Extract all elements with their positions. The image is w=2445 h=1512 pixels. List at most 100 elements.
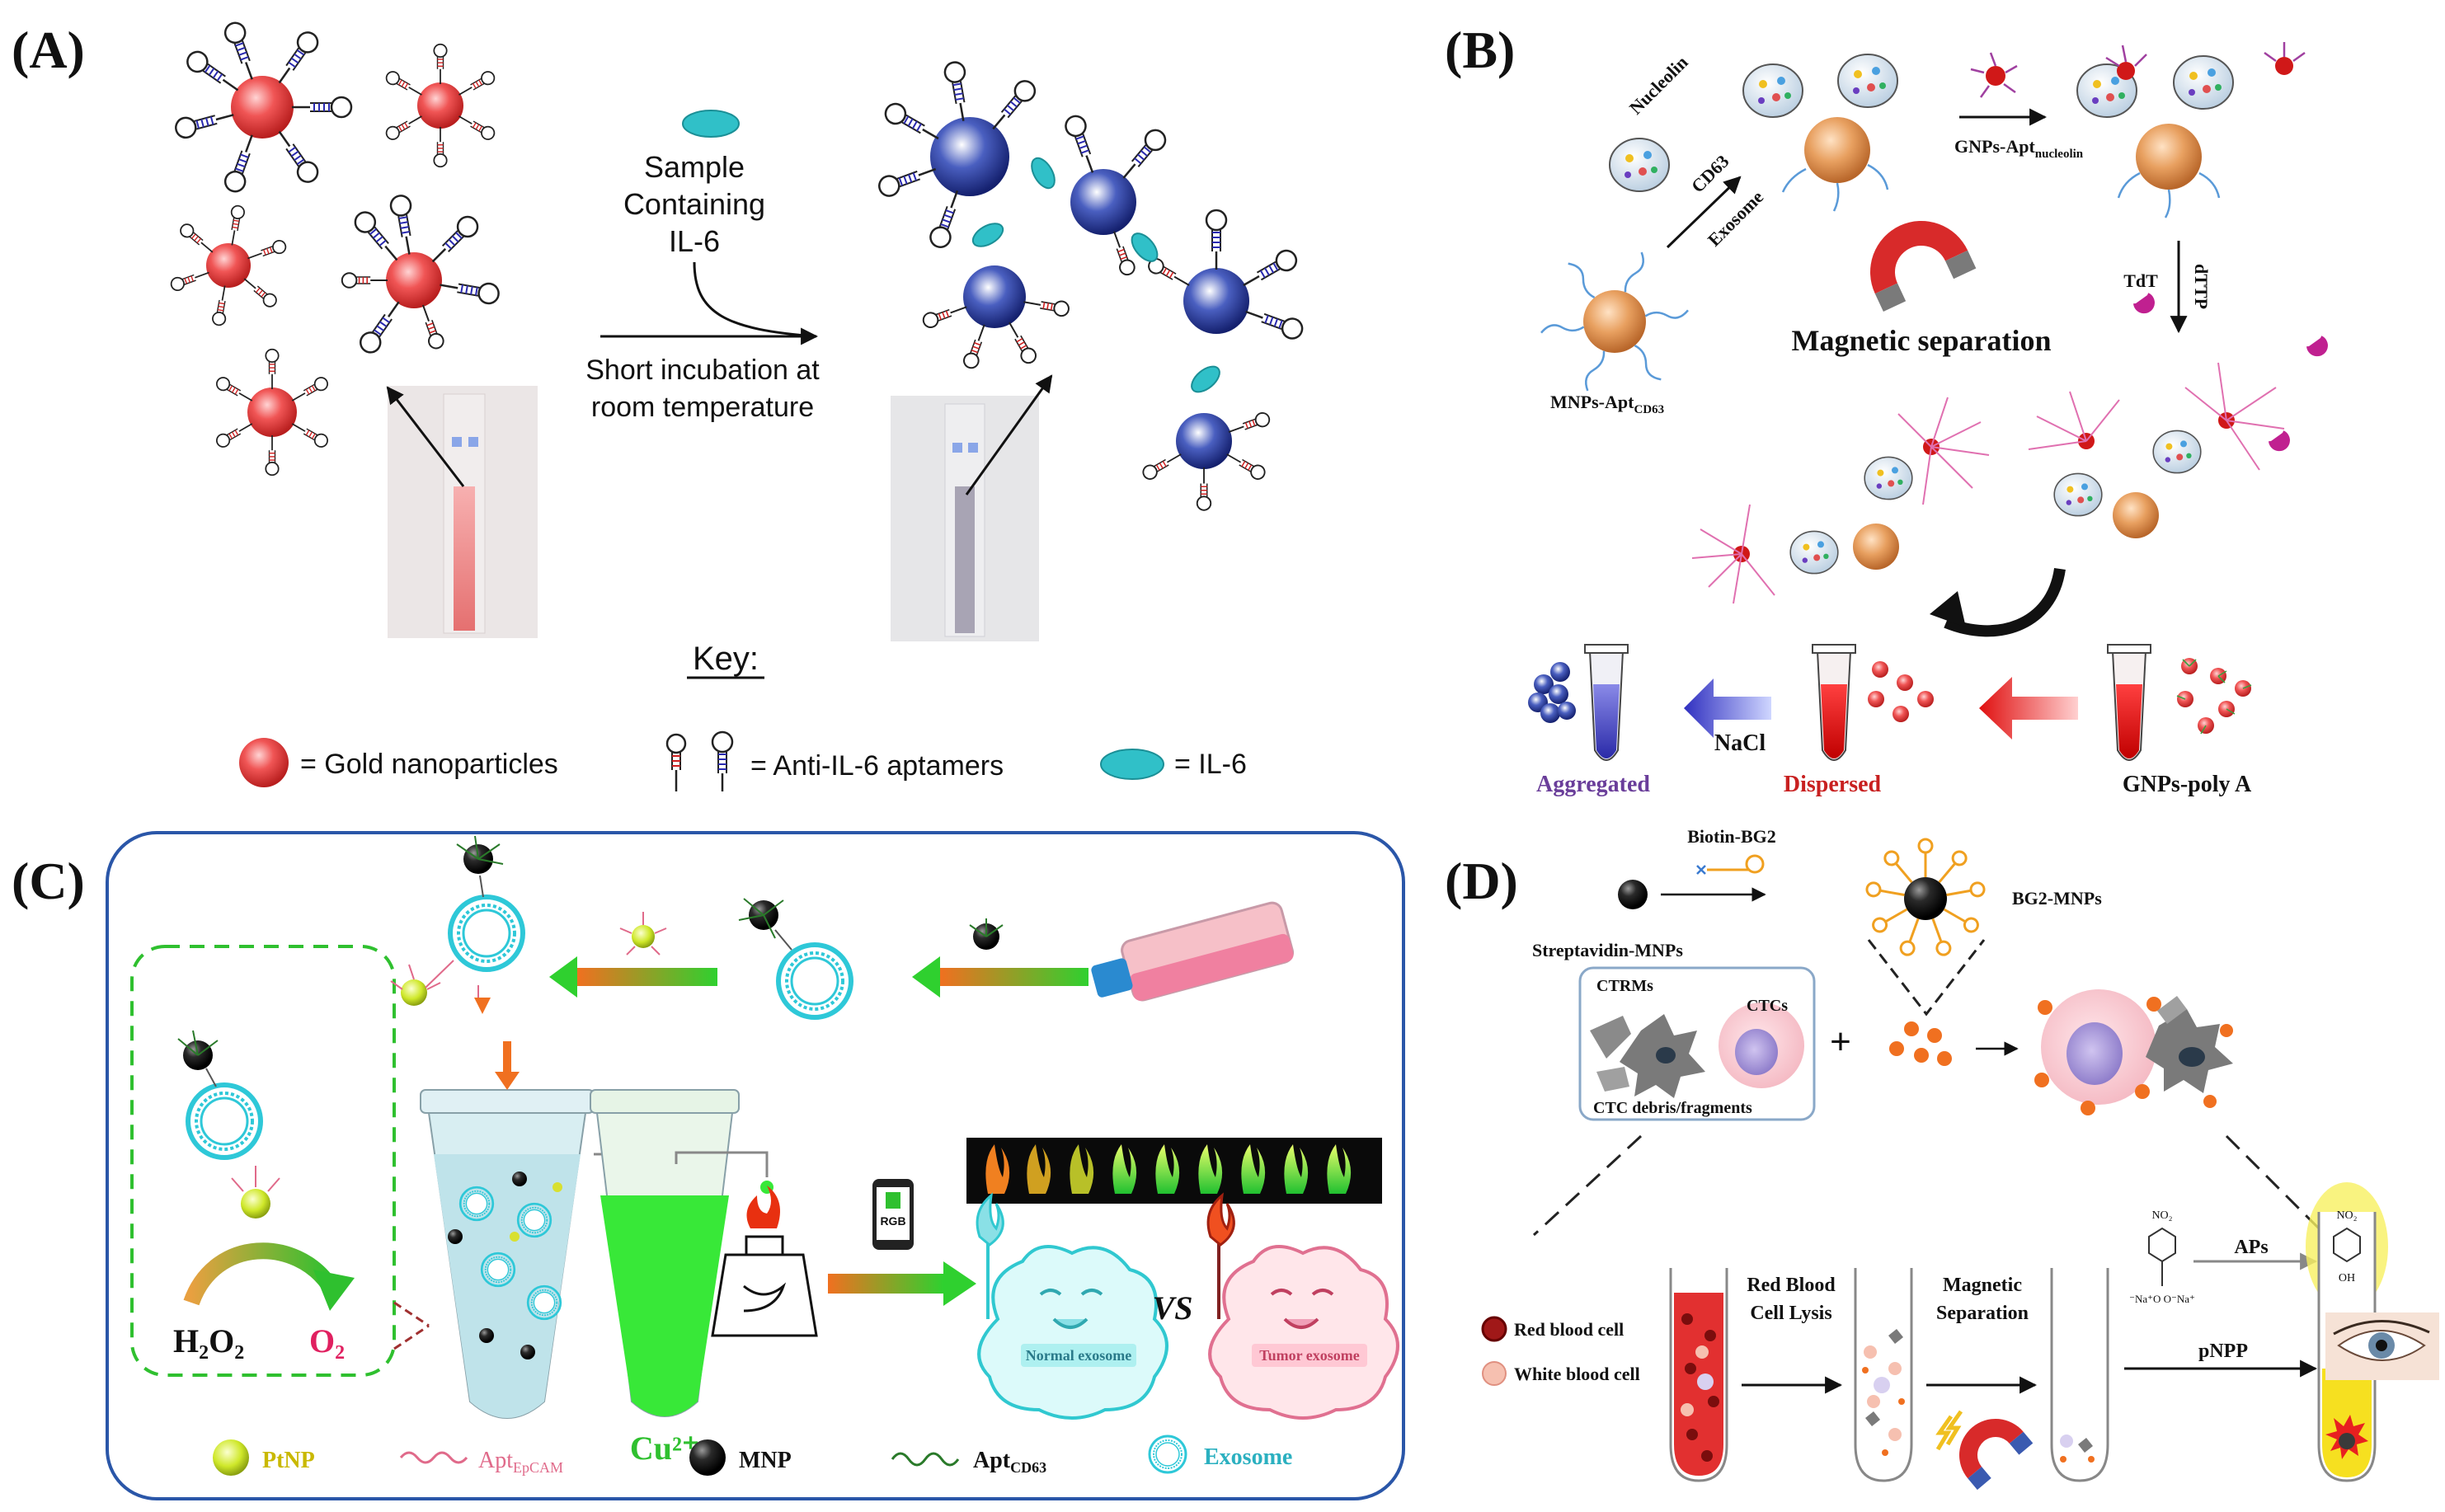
- key-aptamers-label: = Anti-IL-6 aptamers: [750, 750, 1004, 782]
- wbc-legend-icon: [1482, 1361, 1507, 1386]
- gold-nanoparticle-icon: [239, 738, 289, 787]
- mnp-apt-particle: [1540, 251, 1689, 392]
- ctrms-label: CTRMs: [1596, 977, 1653, 995]
- key-gold-label: = Gold nanoparticles: [300, 749, 558, 780]
- gnps-apt-nucleolin-label: GNPs-Aptnucleolin: [1954, 136, 2084, 161]
- nucleolin-label: Nucleolin: [1625, 52, 1692, 119]
- magnet-icon-d: [1959, 1419, 2034, 1491]
- no2-label-1: NO₂: [2151, 1209, 2172, 1222]
- polyt-complex-left: [1691, 397, 1990, 604]
- cuvette-red: [386, 386, 538, 638]
- tube-dispersed: [1812, 644, 1856, 761]
- o2-label: O₂: [309, 1322, 345, 1359]
- il6-key-icon: [1100, 749, 1164, 780]
- panel-a: (A): [12, 19, 1306, 793]
- blood-tube: [1669, 1268, 1728, 1482]
- nacl-label: NaCl: [1714, 730, 1766, 756]
- nacl-arrow: [1684, 679, 1771, 738]
- captured-ctc-complex: [2034, 989, 2233, 1115]
- smartphone-icon: RGB: [872, 1179, 914, 1250]
- mnp-exosome-complex-1: [1742, 54, 1898, 212]
- capture-arrow-1: [549, 956, 577, 998]
- ctc-debris-icons: [1590, 1014, 1705, 1098]
- rbc-legend-label: Red blood cell: [1514, 1319, 1624, 1340]
- streptavidin-mnp-icon: [1618, 880, 1648, 909]
- h2o2-label: H₂O₂: [173, 1322, 244, 1359]
- dttp-label: dTTP: [2191, 264, 2212, 309]
- bg2-mnp-particle: [1865, 838, 1986, 956]
- incubation-label-2: room temperature: [591, 392, 814, 423]
- oh-label: OH: [2339, 1272, 2355, 1284]
- rbc-legend-icon: [1481, 1316, 1507, 1342]
- red-arrow: [1979, 677, 2078, 740]
- tube-poly-a: [2107, 644, 2151, 761]
- apt-cd63-legend-label: AptCD63: [973, 1448, 1046, 1476]
- gnps-poly-a-label: GNPs-poly A: [2123, 772, 2252, 797]
- plus-sign: +: [1830, 1021, 1851, 1062]
- streptavidin-mnps-label: Streptavidin-MNPs: [1532, 940, 1683, 960]
- wbc-legend-label: White blood cell: [1514, 1364, 1640, 1384]
- h2o2-o2-arrow: [183, 1242, 337, 1306]
- panel-c-label: (C): [12, 852, 85, 910]
- aptamer-icon-blue: [711, 730, 734, 793]
- magnet-icon: [1870, 221, 1977, 312]
- tumor-exosome-character: Tumor exosome: [1206, 1192, 1399, 1420]
- aggregated-blue-particles: [1528, 662, 1576, 723]
- gold-nanoparticle-cluster: [168, 19, 501, 477]
- pnpp-molecule: NO₂ ⁻Na⁺O O⁻Na⁺: [2129, 1209, 2195, 1305]
- aggregated-nanoparticle-cluster: [875, 59, 1306, 511]
- reaction-box: [130, 945, 396, 1377]
- mnp-exosome-complex-2: [2076, 42, 2306, 218]
- aggregated-label: Aggregated: [1536, 772, 1650, 797]
- panel-b: (B) MNPs-AptCD63 Nucleolin CD63 Exosome: [1445, 21, 2328, 797]
- flame-image-strip: [966, 1138, 1382, 1204]
- key-il6-label: = IL-6: [1174, 749, 1247, 780]
- tumor-exosome-label: Tumor exosome: [1259, 1347, 1360, 1364]
- no2-label-2: NO₂: [2336, 1209, 2357, 1222]
- reaction-tube: [420, 1089, 595, 1419]
- eye-icon: [2325, 1312, 2439, 1380]
- mnp-legend-icon: [689, 1439, 726, 1476]
- magnetic-separation-label: Magnetic separation: [1792, 324, 2052, 357]
- panel-b-label: (B): [1445, 21, 1515, 79]
- detection-arrow: [943, 1261, 976, 1306]
- curved-arrow: [1944, 567, 2066, 637]
- cell-culture-flask-icon: [1091, 901, 1295, 1002]
- mnp-legend-label: MNP: [739, 1448, 792, 1473]
- polyt-complex-right: [2028, 336, 2328, 538]
- normal-exosome-label: Normal exosome: [1026, 1347, 1131, 1364]
- sample-label-2: Containing: [623, 187, 765, 221]
- ctcs-label: CTCs: [1747, 997, 1788, 1015]
- il6-icon: [682, 110, 740, 138]
- vs-label: VS: [1153, 1289, 1193, 1327]
- ptnp-legend-label: PtNP: [262, 1448, 315, 1473]
- rbc-lysis-label-2: Cell Lysis: [1750, 1303, 1831, 1324]
- pnpp-label: pNPP: [2198, 1341, 2248, 1362]
- exosome-label: Exosome: [1704, 186, 1767, 250]
- tube-aggregated: [1584, 644, 1629, 761]
- key-title: Key:: [693, 641, 759, 677]
- biotin-bg2-label: Biotin-BG2: [1687, 826, 1776, 847]
- gnp-apt-icon: [1986, 66, 2005, 86]
- mnps-apt-label: MNPs-AptCD63: [1550, 392, 1664, 416]
- aptamer-icon-red: [665, 733, 687, 793]
- poly-a-particles: [2176, 658, 2252, 735]
- cuvette-gray: [891, 374, 1053, 641]
- copper-tube: [590, 1089, 740, 1417]
- ctc-debris-label: CTC debris/fragments: [1593, 1099, 1752, 1117]
- alcohol-lamp-icon: [711, 1186, 818, 1337]
- dispersed-red-particles: [1868, 661, 1934, 722]
- exosome-legend-label: Exosome: [1204, 1444, 1292, 1470]
- ptnp-legend-icon: [213, 1439, 249, 1476]
- orange-bg2-mnps: [1889, 1021, 1952, 1066]
- rbc-lysis-label-1: Red Blood: [1747, 1275, 1836, 1296]
- lysed-tube: [1854, 1268, 1913, 1482]
- dispersed-label: Dispersed: [1784, 772, 1882, 797]
- cu2-label: Cu²⁺: [630, 1430, 699, 1467]
- bg2-mnps-label: BG2-MNPs: [2012, 888, 2102, 909]
- apt-epcam-legend-label: AptEpCAM: [478, 1448, 563, 1476]
- mag-sep-label-2: Separation: [1936, 1303, 2029, 1324]
- sample-label-1: Sample: [644, 150, 745, 184]
- incubation-label-1: Short incubation at: [585, 355, 820, 386]
